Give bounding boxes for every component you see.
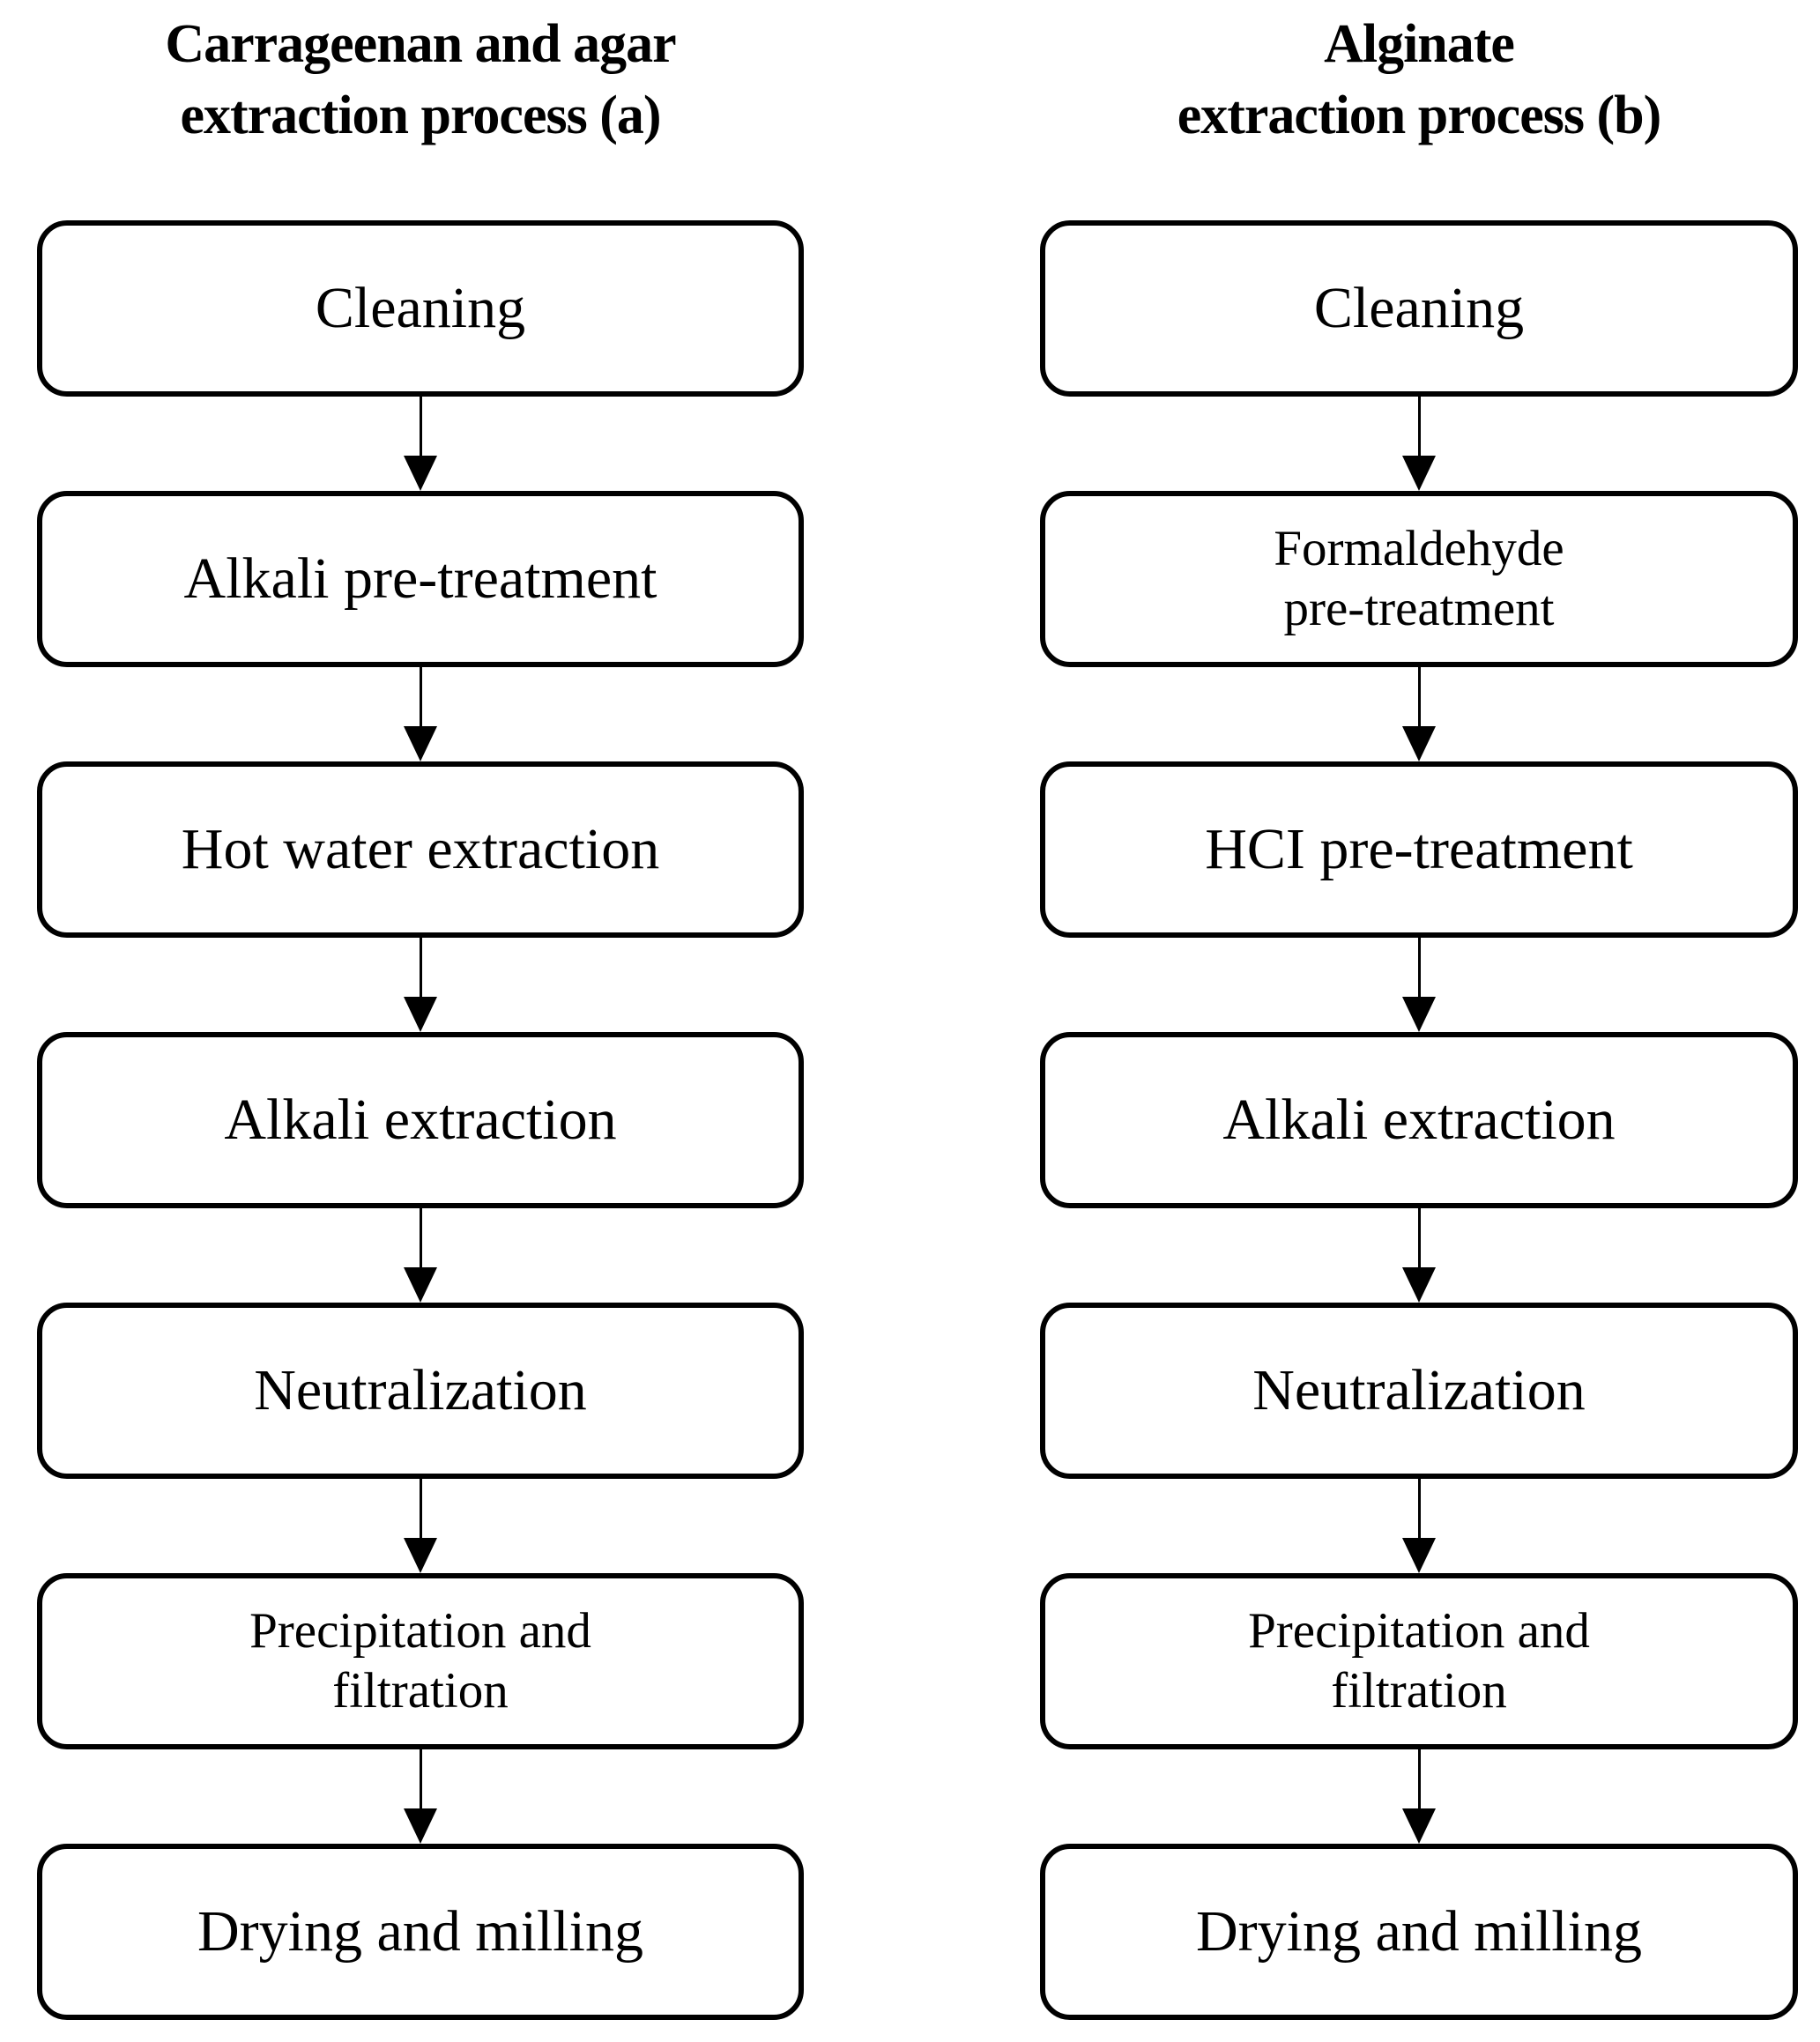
arrow-line	[419, 1479, 422, 1539]
down-arrow-icon	[1402, 1479, 1436, 1573]
arrow-head	[404, 1267, 437, 1303]
step-b-alkali-extraction: Alkali extraction	[1040, 1032, 1798, 1208]
step-b-precipitation-filtration-label: Precipitation and filtration	[1248, 1602, 1590, 1719]
step-b-hci-pre-treatment-label: HCI pre-treatment	[1205, 817, 1633, 882]
arrow-line	[1417, 1208, 1421, 1268]
arrow-line	[419, 667, 422, 727]
step-a-alkali-extraction: Alkali extraction	[37, 1032, 804, 1208]
step-a-alkali-extraction-label: Alkali extraction	[224, 1088, 617, 1153]
column-a-title: Carrageenan and agar extraction process …	[165, 14, 676, 145]
step-a-drying-milling-label: Drying and milling	[197, 1899, 643, 1964]
step-b-formaldehyde-pre-treatment: Formaldehyde pre-treatment	[1040, 491, 1798, 667]
down-arrow-icon	[1402, 667, 1436, 761]
arrow-head	[1402, 456, 1436, 491]
arrow-head	[404, 1808, 437, 1844]
down-arrow-icon	[404, 397, 437, 491]
arrow-head	[1402, 997, 1436, 1032]
arrow-line	[1417, 938, 1421, 998]
arrow-line	[419, 397, 422, 457]
arrow-line	[1417, 397, 1421, 457]
step-b-alkali-extraction-label: Alkali extraction	[1222, 1088, 1616, 1153]
step-a-alkali-pre-treatment: Alkali pre-treatment	[37, 491, 804, 667]
step-b-formaldehyde-pre-treatment-label: Formaldehyde pre-treatment	[1274, 520, 1564, 636]
arrow-line	[419, 938, 422, 998]
step-b-hci-pre-treatment: HCI pre-treatment	[1040, 761, 1798, 938]
arrow-head	[404, 1538, 437, 1573]
column-carrageenan-agar: Carrageenan and agar extraction process …	[37, 0, 804, 2042]
step-b-cleaning: Cleaning	[1040, 220, 1798, 397]
down-arrow-icon	[404, 1749, 437, 1844]
down-arrow-icon	[1402, 1749, 1436, 1844]
step-a-hot-water-extraction: Hot water extraction	[37, 761, 804, 938]
down-arrow-icon	[404, 938, 437, 1032]
step-a-precipitation-filtration: Precipitation and filtration	[37, 1573, 804, 1749]
step-a-neutralization: Neutralization	[37, 1303, 804, 1479]
step-b-drying-milling: Drying and milling	[1040, 1844, 1798, 2020]
arrow-line	[1417, 1749, 1421, 1809]
arrow-head	[404, 726, 437, 761]
step-a-alkali-pre-treatment-label: Alkali pre-treatment	[183, 546, 657, 612]
step-a-neutralization-label: Neutralization	[254, 1358, 587, 1423]
down-arrow-icon	[404, 667, 437, 761]
arrow-head	[1402, 1808, 1436, 1844]
step-b-neutralization-label: Neutralization	[1252, 1358, 1586, 1423]
arrow-line	[419, 1749, 422, 1809]
down-arrow-icon	[404, 1208, 437, 1303]
step-a-hot-water-extraction-label: Hot water extraction	[181, 817, 660, 882]
arrow-head	[1402, 1267, 1436, 1303]
down-arrow-icon	[1402, 938, 1436, 1032]
arrow-head	[1402, 1538, 1436, 1573]
arrow-line	[1417, 1479, 1421, 1539]
step-a-drying-milling: Drying and milling	[37, 1844, 804, 2020]
step-a-cleaning-label: Cleaning	[315, 276, 526, 341]
column-alginate: Alginate extraction process (b) Cleaning…	[1040, 0, 1798, 2042]
step-b-neutralization: Neutralization	[1040, 1303, 1798, 1479]
down-arrow-icon	[1402, 397, 1436, 491]
arrow-head	[404, 456, 437, 491]
arrow-head	[404, 997, 437, 1032]
arrow-head	[1402, 726, 1436, 761]
down-arrow-icon	[1402, 1208, 1436, 1303]
column-b-title: Alginate extraction process (b)	[1177, 14, 1662, 145]
arrow-line	[1417, 667, 1421, 727]
down-arrow-icon	[404, 1479, 437, 1573]
step-b-cleaning-label: Cleaning	[1313, 276, 1525, 341]
arrow-line	[419, 1208, 422, 1268]
step-b-precipitation-filtration: Precipitation and filtration	[1040, 1573, 1798, 1749]
step-a-cleaning: Cleaning	[37, 220, 804, 397]
step-b-drying-milling-label: Drying and milling	[1196, 1899, 1642, 1964]
step-a-precipitation-filtration-label: Precipitation and filtration	[249, 1602, 591, 1719]
